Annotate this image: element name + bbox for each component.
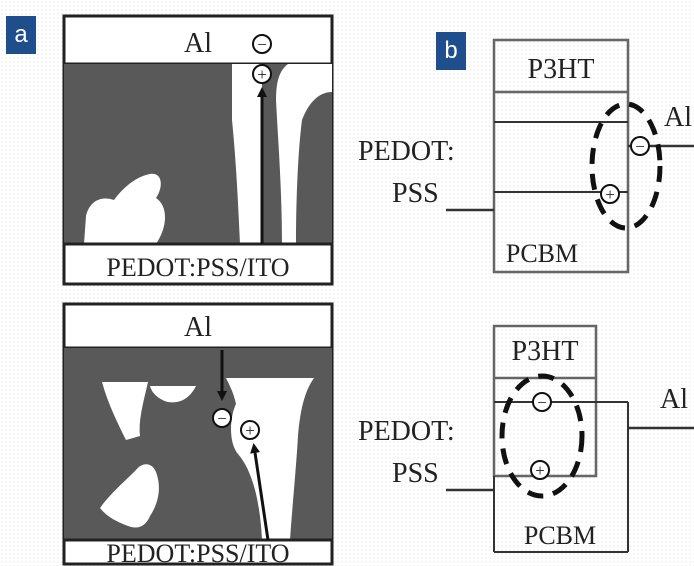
acceptor-domain	[150, 386, 196, 403]
electron-sign: −	[537, 393, 547, 412]
hole-icon	[600, 184, 620, 204]
panel-b-bottom-device: P3HT PCBM PEDOT: PSS Al − +	[358, 324, 694, 553]
hole-icon	[530, 460, 550, 480]
pedot-label-line1: PEDOT:	[358, 416, 455, 447]
electron-icon	[252, 34, 272, 54]
hole-icon	[240, 420, 260, 440]
al-electrode	[62, 14, 334, 66]
hole-arrow	[250, 443, 270, 541]
al-electrode-label: Al	[184, 28, 212, 59]
al-label: Al	[664, 102, 692, 133]
panel-b-label: b	[436, 32, 466, 70]
al-electrode	[62, 302, 334, 350]
electron-sign: −	[217, 409, 227, 428]
electron-icon	[212, 408, 232, 428]
acceptor-island	[100, 464, 159, 528]
pedot-label-line1: PEDOT:	[358, 136, 455, 167]
hole-sign: +	[535, 461, 545, 480]
acceptor-domain	[102, 382, 148, 440]
al-label: Al	[660, 384, 688, 415]
al-electrode-label: Al	[184, 312, 212, 343]
hole-sign: +	[605, 185, 615, 204]
pcbm-label: PCBM	[524, 521, 596, 550]
pedot-electrode-label: PEDOT:PSS/ITO	[106, 539, 289, 566]
electron-icon	[630, 136, 650, 156]
p3ht-label: P3HT	[512, 336, 579, 367]
hole-icon	[252, 64, 272, 84]
p3ht-label: P3HT	[528, 54, 595, 85]
pedot-label-line2: PSS	[392, 178, 439, 209]
panel-a-bottom-device: Al PEDOT:PSS/ITO − +	[62, 302, 334, 566]
hole-sign: +	[245, 421, 255, 440]
pcbm-label: PCBM	[506, 239, 578, 268]
exciton-dissociation-ellipse	[499, 373, 585, 499]
pedot-label-line2: PSS	[392, 458, 439, 489]
panel-a-label: a	[6, 16, 36, 54]
acceptor-domain-right	[276, 64, 332, 244]
exciton-dissociation-ellipse	[589, 101, 663, 231]
pedot-electrode-label: PEDOT:PSS/ITO	[106, 253, 289, 282]
pedot-electrode	[62, 242, 334, 286]
electron-sign: −	[257, 35, 267, 54]
hole-sign: +	[257, 65, 267, 84]
panel-b-top-device: P3HT PCBM PEDOT: PSS Al − +	[358, 38, 694, 274]
pedot-electrode	[62, 538, 334, 566]
acceptor-domain	[84, 173, 165, 244]
device-outline	[492, 38, 630, 274]
electron-sign: −	[635, 137, 645, 156]
acceptor-domain-large	[226, 378, 314, 540]
acceptor-channel	[232, 64, 262, 244]
electron-icon	[532, 392, 552, 412]
panel-a-top-device: Al PEDOT:PSS/ITO − +	[62, 14, 334, 286]
